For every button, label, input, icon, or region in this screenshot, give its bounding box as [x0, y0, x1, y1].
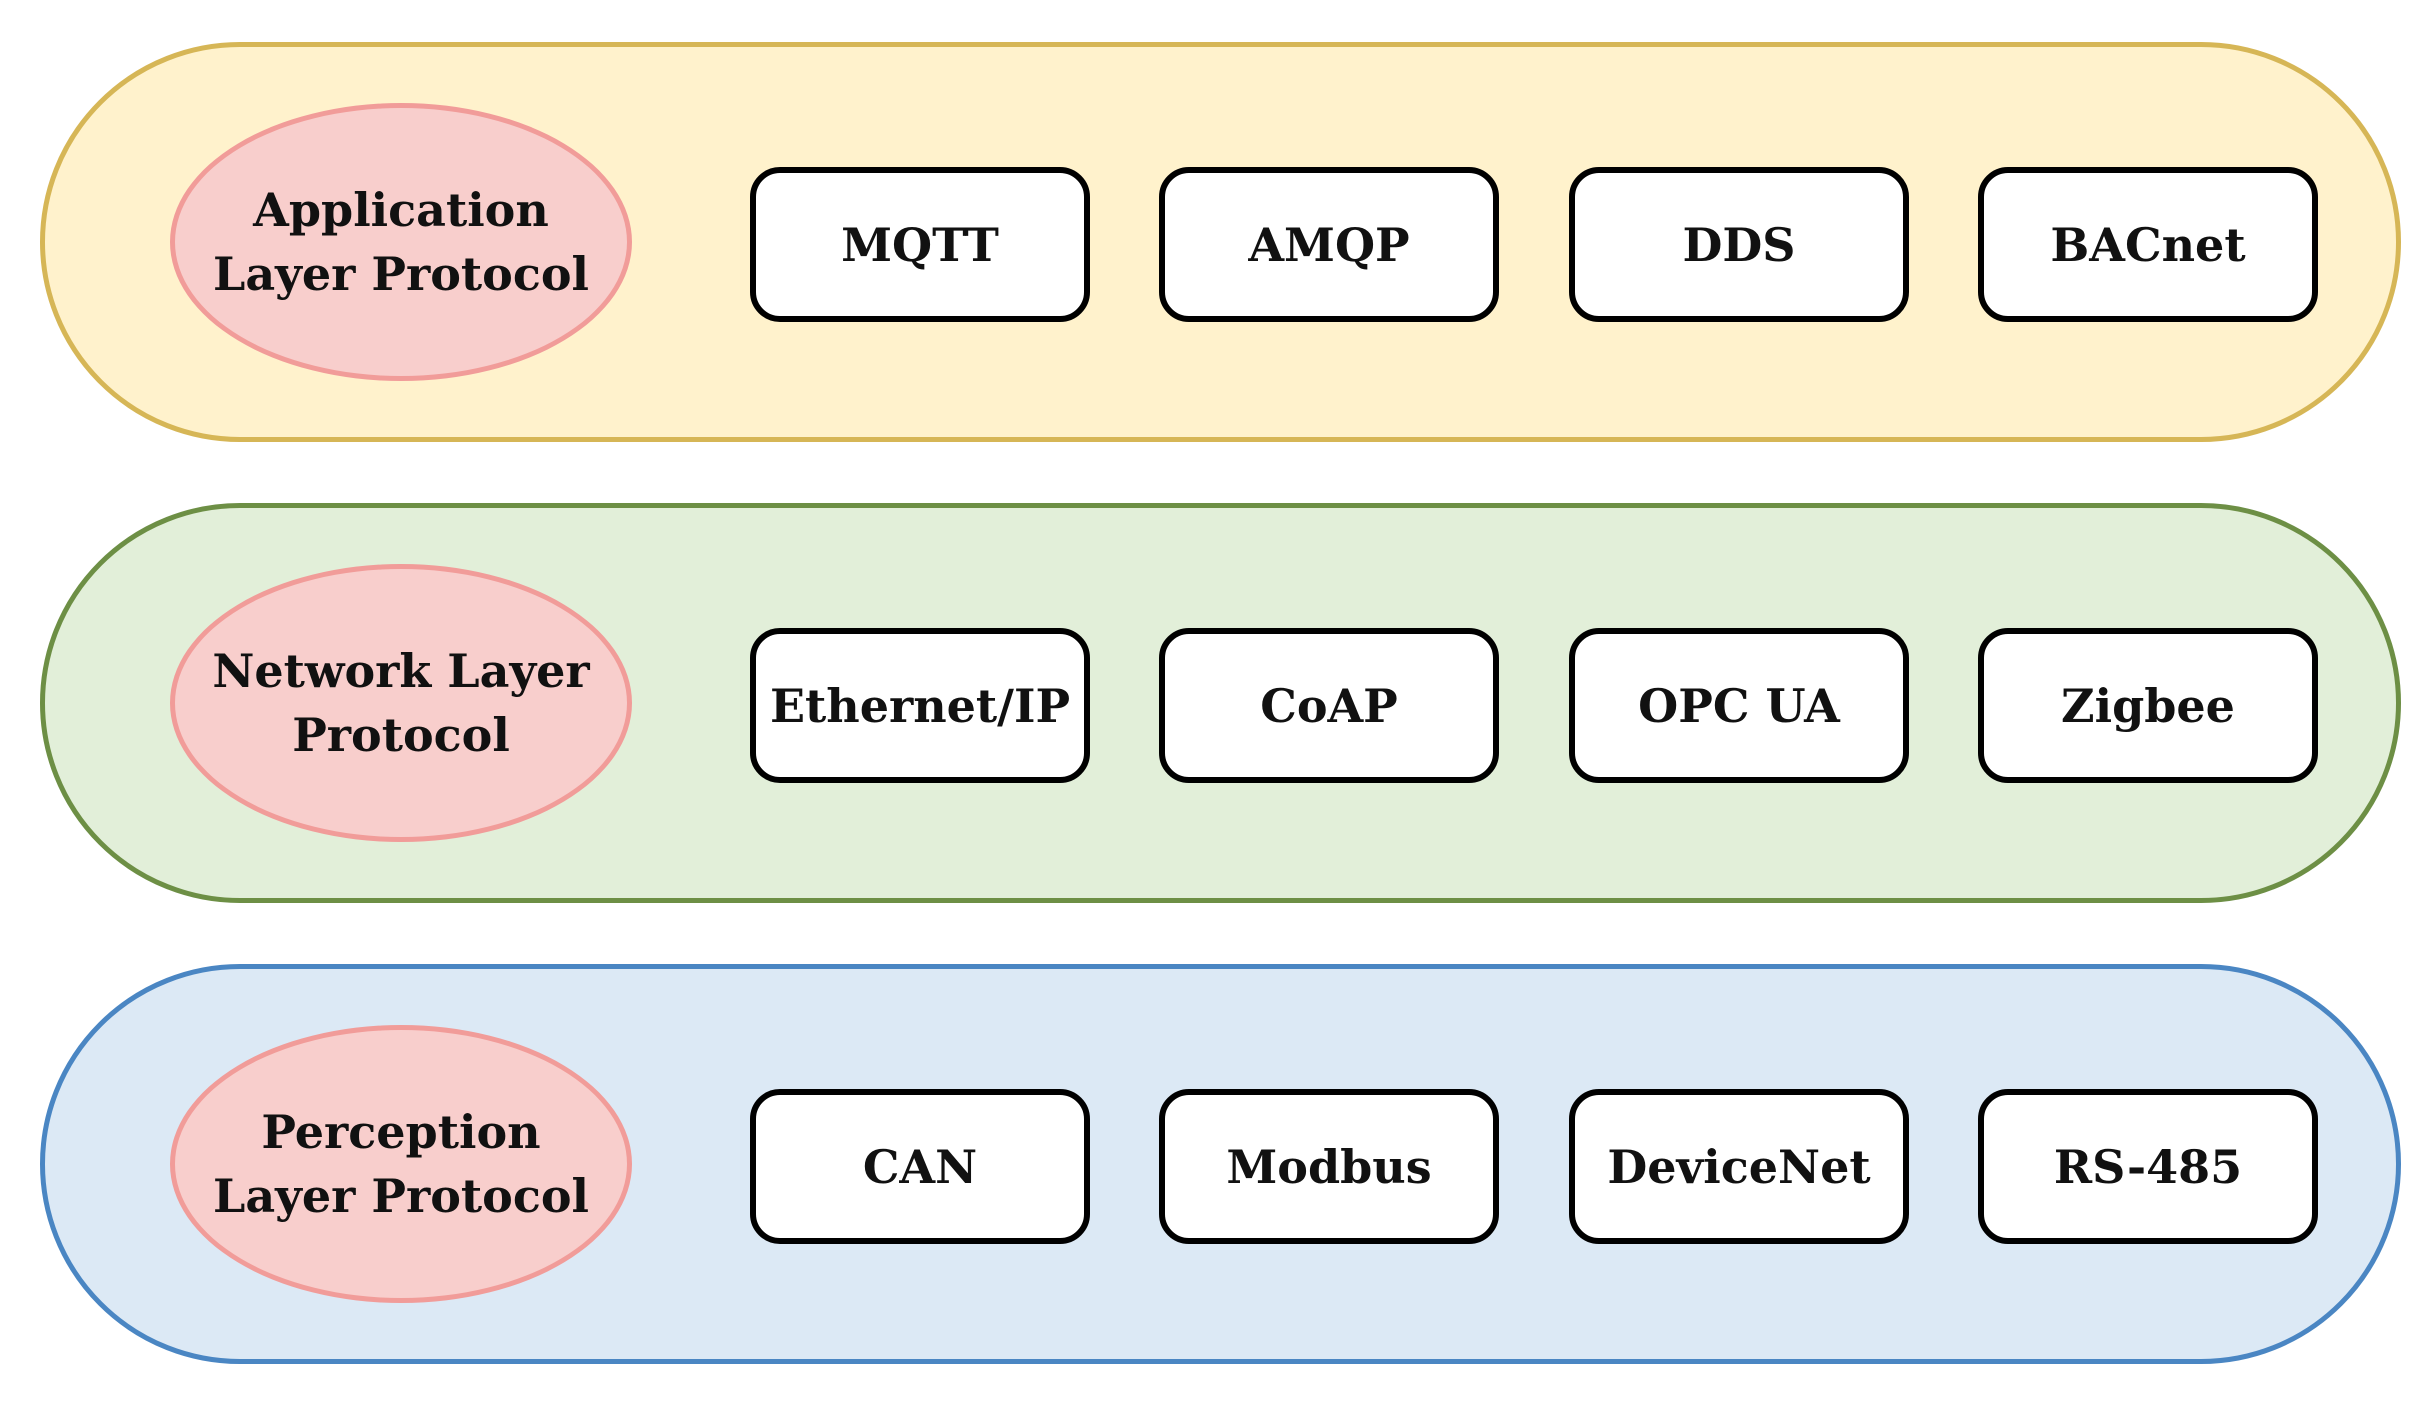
- perception-layer-label: Perception Layer Protocol: [170, 1025, 632, 1303]
- protocol-box-dds: DDS: [1569, 167, 1909, 322]
- protocol-box-bacnet: BACnet: [1978, 167, 2318, 322]
- protocol-label: DeviceNet: [1607, 1139, 1871, 1194]
- protocol-label: OPC UA: [1638, 678, 1840, 733]
- label-line: Protocol: [292, 708, 510, 762]
- protocol-box-can: CAN: [750, 1089, 1090, 1244]
- label-line: Network Layer: [212, 644, 590, 698]
- perception-layer-band: Perception Layer Protocol CAN Modbus Dev…: [40, 964, 2401, 1364]
- protocol-box-modbus: Modbus: [1159, 1089, 1499, 1244]
- label-line: Layer Protocol: [213, 1169, 589, 1223]
- protocol-box-opc-ua: OPC UA: [1569, 628, 1909, 783]
- protocol-label: Zigbee: [2061, 678, 2235, 733]
- protocol-label: Modbus: [1226, 1139, 1432, 1194]
- application-layer-band: Application Layer Protocol MQTT AMQP DDS…: [40, 42, 2401, 442]
- protocol-label: Ethernet/IP: [769, 678, 1071, 733]
- protocol-box-amqp: AMQP: [1159, 167, 1499, 322]
- protocol-box-rs-485: RS-485: [1978, 1089, 2318, 1244]
- label-line: Application: [253, 183, 549, 237]
- protocol-label: CoAP: [1260, 678, 1398, 733]
- protocol-box-coap: CoAP: [1159, 628, 1499, 783]
- protocol-label: AMQP: [1248, 217, 1410, 272]
- protocol-box-zigbee: Zigbee: [1978, 628, 2318, 783]
- network-layer-label: Network Layer Protocol: [170, 564, 632, 842]
- protocol-box-ethernet-ip: Ethernet/IP: [750, 628, 1090, 783]
- label-line: Layer Protocol: [213, 247, 589, 301]
- label-line: Perception: [261, 1105, 541, 1159]
- protocol-label: MQTT: [841, 217, 999, 272]
- protocol-label: BACnet: [2050, 217, 2246, 272]
- protocol-label: RS-485: [2053, 1139, 2243, 1194]
- protocol-label: DDS: [1682, 217, 1796, 272]
- protocol-label: CAN: [862, 1139, 978, 1194]
- application-layer-label: Application Layer Protocol: [170, 103, 632, 381]
- protocol-box-devicenet: DeviceNet: [1569, 1089, 1909, 1244]
- protocol-box-mqtt: MQTT: [750, 167, 1090, 322]
- network-layer-band: Network Layer Protocol Ethernet/IP CoAP …: [40, 503, 2401, 903]
